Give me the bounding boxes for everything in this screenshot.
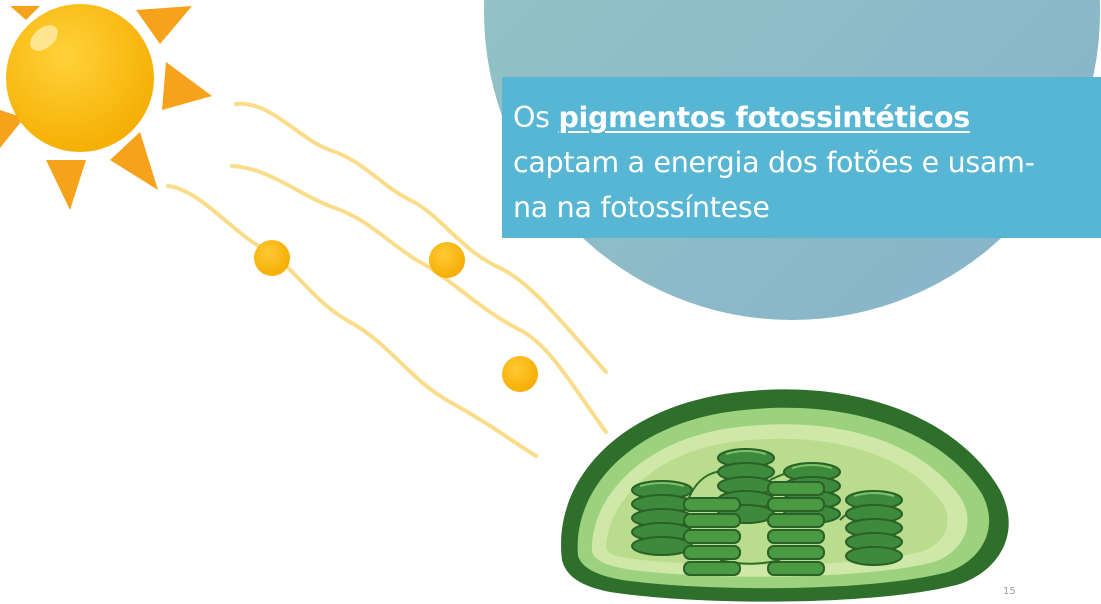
- chloroplast-illustration: [561, 389, 1009, 602]
- callout-emphasis: pigmentos fotossintéticos: [558, 101, 970, 134]
- light-waves: [166, 101, 608, 458]
- callout-box: Os pigmentos fotossintéticos captam a en…: [502, 77, 1101, 238]
- callout-prefix: Os: [513, 101, 559, 134]
- callout-line-1: Os pigmentos fotossintéticos: [513, 95, 1091, 140]
- photon-icon: [254, 240, 538, 392]
- callout-line-3: na na fotossíntese: [513, 191, 770, 224]
- sun-icon: [0, 4, 212, 210]
- slide-number: 15: [1003, 586, 1016, 597]
- callout-line-2: captam a energia dos fotões e usam-: [513, 146, 1035, 179]
